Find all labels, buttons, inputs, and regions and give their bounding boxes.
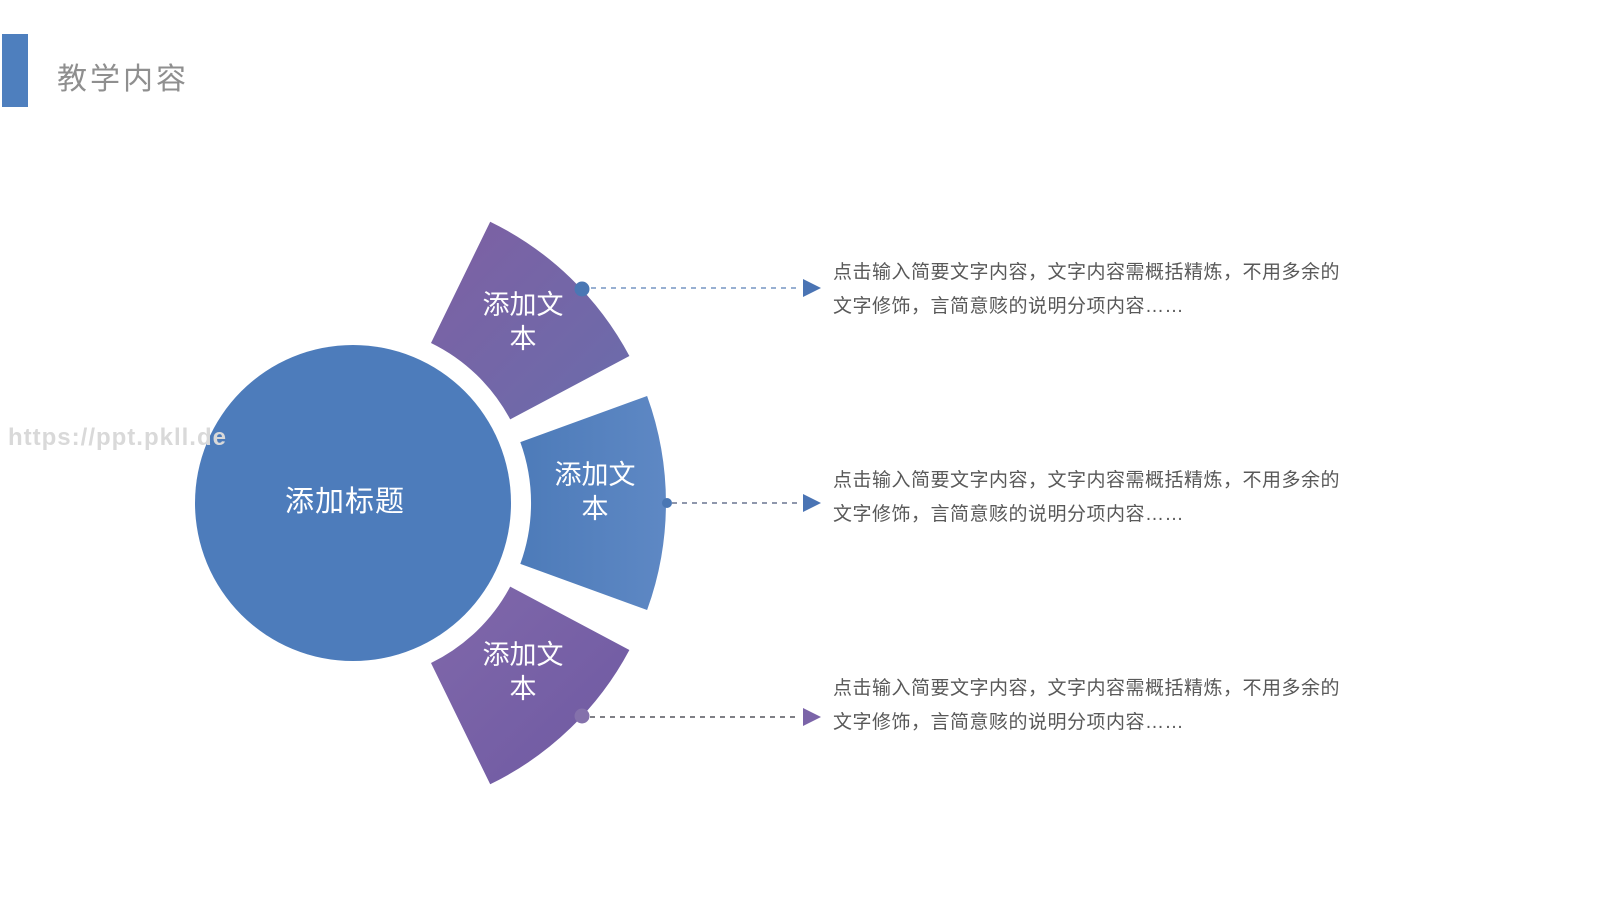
slide-title: 教学内容 <box>57 63 189 96</box>
title-accent-bar <box>2 34 28 107</box>
connector-arrow-top-icon <box>803 279 821 297</box>
wedge-middle-label-line2: 本 <box>581 494 609 524</box>
wedge-middle-label-line1: 添加文 <box>554 460 636 490</box>
wedge-top[interactable] <box>431 221 630 420</box>
center-circle-label[interactable]: 添加标题 <box>284 486 405 518</box>
description-bottom-line1: 点击输入简要文字内容，文字内容需概括精炼，不用多余的 <box>833 678 1341 699</box>
wedge-top-label[interactable]: 添加文 本 <box>463 288 583 356</box>
connector-arrow-middle-icon <box>803 494 821 512</box>
wedge-middle-label[interactable]: 添加文 本 <box>535 458 655 526</box>
description-middle-line1: 点击输入简要文字内容，文字内容需概括精炼，不用多余的 <box>833 470 1341 491</box>
wedge-bottom-label-line1: 添加文 <box>482 640 564 670</box>
description-bottom-line2: 文字修饰，言简意赅的说明分项内容…… <box>833 712 1185 733</box>
description-middle[interactable]: 点击输入简要文字内容，文字内容需概括精炼，不用多余的 文字修饰，言简意赅的说明分… <box>833 464 1373 532</box>
wedge-bottom[interactable] <box>431 586 630 785</box>
wedge-bottom-label-line2: 本 <box>509 674 537 704</box>
connector-dot-bottom <box>574 708 590 724</box>
description-middle-line2: 文字修饰，言简意赅的说明分项内容…… <box>833 504 1185 525</box>
description-bottom[interactable]: 点击输入简要文字内容，文字内容需概括精炼，不用多余的 文字修饰，言简意赅的说明分… <box>833 672 1373 740</box>
watermark: https://ppt.pkll.de <box>8 424 227 451</box>
wedge-top-label-line2: 本 <box>509 324 537 354</box>
connector-dot-middle <box>662 498 672 508</box>
description-top-line2: 文字修饰，言简意赅的说明分项内容…… <box>833 296 1185 317</box>
description-top-line1: 点击输入简要文字内容，文字内容需概括精炼，不用多余的 <box>833 262 1341 283</box>
wedge-top-label-line1: 添加文 <box>482 290 564 320</box>
center-circle[interactable] <box>195 345 511 661</box>
description-top[interactable]: 点击输入简要文字内容，文字内容需概括精炼，不用多余的 文字修饰，言简意赅的说明分… <box>833 256 1373 324</box>
wedge-bottom-label[interactable]: 添加文 本 <box>463 638 583 706</box>
connector-arrow-bottom-icon <box>803 708 821 726</box>
wedge-middle[interactable] <box>520 396 666 610</box>
connector-dot-top <box>574 281 590 297</box>
